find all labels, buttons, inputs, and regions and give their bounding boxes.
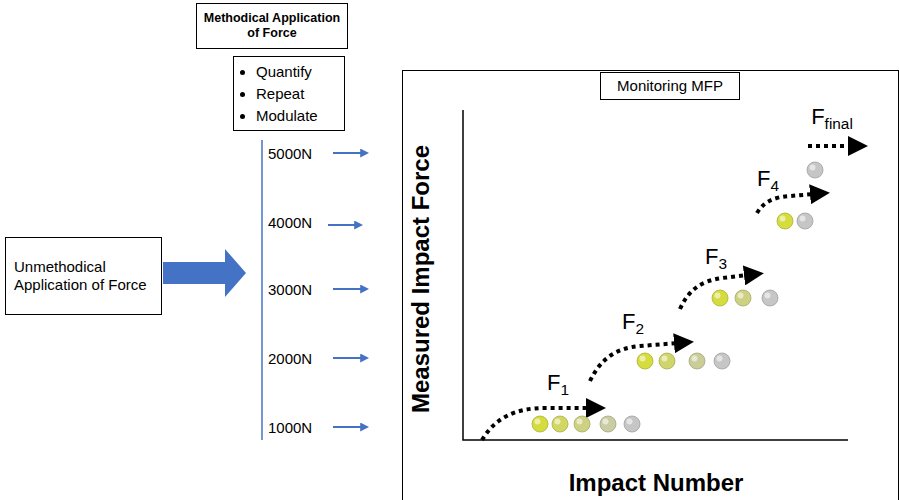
ball-shine — [627, 419, 633, 425]
ball-body — [714, 353, 730, 369]
ball-shine — [692, 356, 698, 362]
ball-shine — [810, 165, 816, 171]
ball-shine — [717, 356, 723, 362]
axis-title: Measured Impact Force — [407, 145, 435, 413]
force-value: 3000N — [268, 281, 312, 298]
chart-panel: Monitoring MFP Measured Impact ForceImpac… — [402, 70, 899, 500]
text-box: Unmethodical Application of Force — [5, 237, 162, 315]
ball — [552, 416, 568, 432]
big-arrow — [163, 249, 246, 297]
box-text: Unmethodical Application of Force — [14, 258, 153, 294]
ball — [807, 162, 823, 178]
ball — [714, 353, 730, 369]
ball-shine — [640, 356, 646, 362]
ball — [735, 290, 751, 306]
bullet-item: Repeat — [256, 83, 338, 105]
ball — [574, 416, 590, 432]
bullet-item: Quantify — [256, 61, 338, 83]
ball — [600, 416, 616, 432]
ball — [532, 416, 548, 432]
force-label: F1 — [547, 370, 569, 396]
ball-shine — [800, 216, 806, 222]
ball-body — [762, 290, 778, 306]
ball-body — [600, 416, 616, 432]
ball-body — [777, 213, 793, 229]
ball-shine — [577, 419, 583, 425]
text-box: QuantifyRepeatModulate — [233, 56, 345, 131]
scale-line — [261, 140, 263, 440]
ball-body — [552, 416, 568, 432]
ball — [777, 213, 793, 229]
ball-body — [659, 353, 675, 369]
ball-body — [689, 353, 705, 369]
force-label: F4 — [757, 166, 779, 192]
force-arrow — [333, 288, 362, 290]
ball-shine — [780, 216, 786, 222]
force-label: F3 — [705, 244, 727, 270]
chart-axes — [463, 110, 848, 440]
ball-body — [532, 416, 548, 432]
impact-arc — [757, 194, 814, 213]
ball-shine — [662, 356, 668, 362]
text-box: Monitoring MFP — [600, 72, 740, 100]
impact-arc — [808, 144, 852, 148]
text-box: Methodical Application of Force — [196, 3, 348, 49]
ball — [624, 416, 640, 432]
force-label: Ffinal — [811, 104, 853, 130]
axis-title: Impact Number — [569, 469, 744, 497]
force-value: 5000N — [268, 145, 312, 162]
ball — [797, 213, 813, 229]
force-arrow — [328, 224, 356, 226]
bullet-item: Modulate — [256, 105, 338, 127]
force-value: 4000N — [268, 214, 312, 231]
force-label: F2 — [622, 309, 644, 335]
ball-shine — [555, 419, 561, 425]
force-value: 2000N — [268, 350, 312, 367]
ball-body — [712, 290, 728, 306]
ball — [659, 353, 675, 369]
ball-shine — [738, 293, 744, 299]
force-arrow — [333, 152, 362, 154]
ball — [689, 353, 705, 369]
ball-body — [624, 416, 640, 432]
ball-body — [637, 353, 653, 369]
ball-body — [797, 213, 813, 229]
impact-arc — [590, 343, 678, 381]
box-text: Methodical Application of Force — [201, 11, 343, 41]
ball-shine — [535, 419, 541, 425]
ball — [637, 353, 653, 369]
ball — [762, 290, 778, 306]
ball-body — [574, 416, 590, 432]
impact-arc — [482, 408, 590, 440]
ball — [712, 290, 728, 306]
box-text: Monitoring MFP — [607, 77, 733, 95]
force-arrow — [333, 357, 362, 359]
ball-shine — [765, 293, 771, 299]
force-arrow — [333, 426, 362, 428]
force-value: 1000N — [268, 419, 312, 436]
ball-shine — [603, 419, 609, 425]
ball-body — [807, 162, 823, 178]
ball-shine — [715, 293, 721, 299]
ball-body — [735, 290, 751, 306]
